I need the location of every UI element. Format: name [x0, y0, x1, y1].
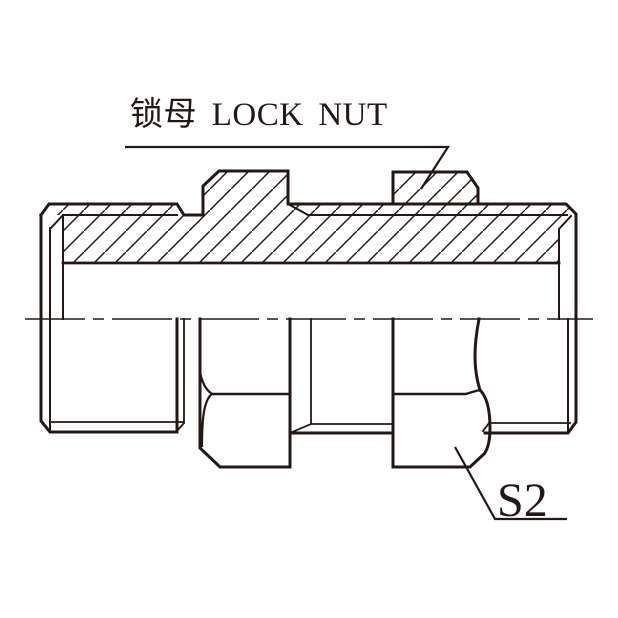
body-outer-profile-right: [286, 202, 578, 435]
lock-nut-callout-label: 锁母 LOCK NUT: [130, 97, 388, 133]
callouts: [125, 145, 567, 521]
thread-minor-line-upper: [286, 202, 568, 216]
lock-nut-hex-outline: [391, 317, 492, 469]
body-outer-profile-left: [38, 169, 290, 218]
left-thread-minor-lower: [49, 318, 186, 433]
fitting-outline: [38, 169, 578, 469]
lock-nut-hex-corner-curve: [473, 317, 482, 392]
lock-nut-leader-line: [125, 145, 451, 190]
middle-thread-minor: [288, 318, 394, 435]
right-thread-minor-lower: [481, 421, 571, 433]
body-hex-chamfer-arcs: [198, 370, 214, 448]
right-end-chamfer-lines: [558, 214, 573, 434]
body-hex-outline: [198, 317, 292, 469]
lock-nut-hex-edge-line: [391, 388, 482, 396]
lock-nut-section-block: [391, 170, 480, 206]
left-end-chamfer-lines: [49, 213, 65, 433]
s2-leader-line: [454, 446, 567, 521]
s2-callout-label: S2: [497, 474, 548, 527]
